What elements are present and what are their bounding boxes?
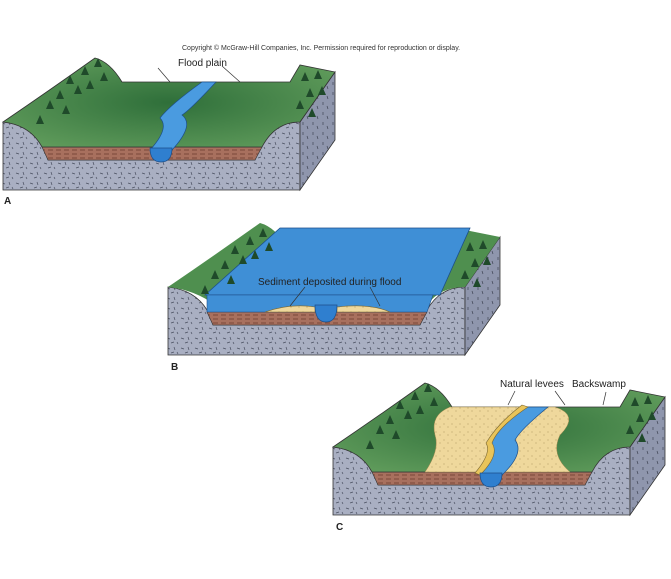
panel-a-letter: A [4,196,12,207]
backswamp-label: Backswamp [572,379,626,390]
panel-a-block [1,57,336,191]
sediment-label: Sediment deposited during flood [258,277,402,288]
leader-lines [157,65,241,83]
panel-c-block [331,382,666,516]
flood-plain-label: Flood plain [178,58,227,69]
flood-plain-surface [1,57,336,148]
copyright-notice: Copyright © McGraw-Hill Companies, Inc. … [182,45,461,52]
river-channel [149,147,173,163]
panel-b-letter: B [171,362,179,373]
natural-levees-label: Natural levees [500,379,564,390]
panel-c-letter: C [336,522,344,533]
panel-b-block [167,223,501,356]
